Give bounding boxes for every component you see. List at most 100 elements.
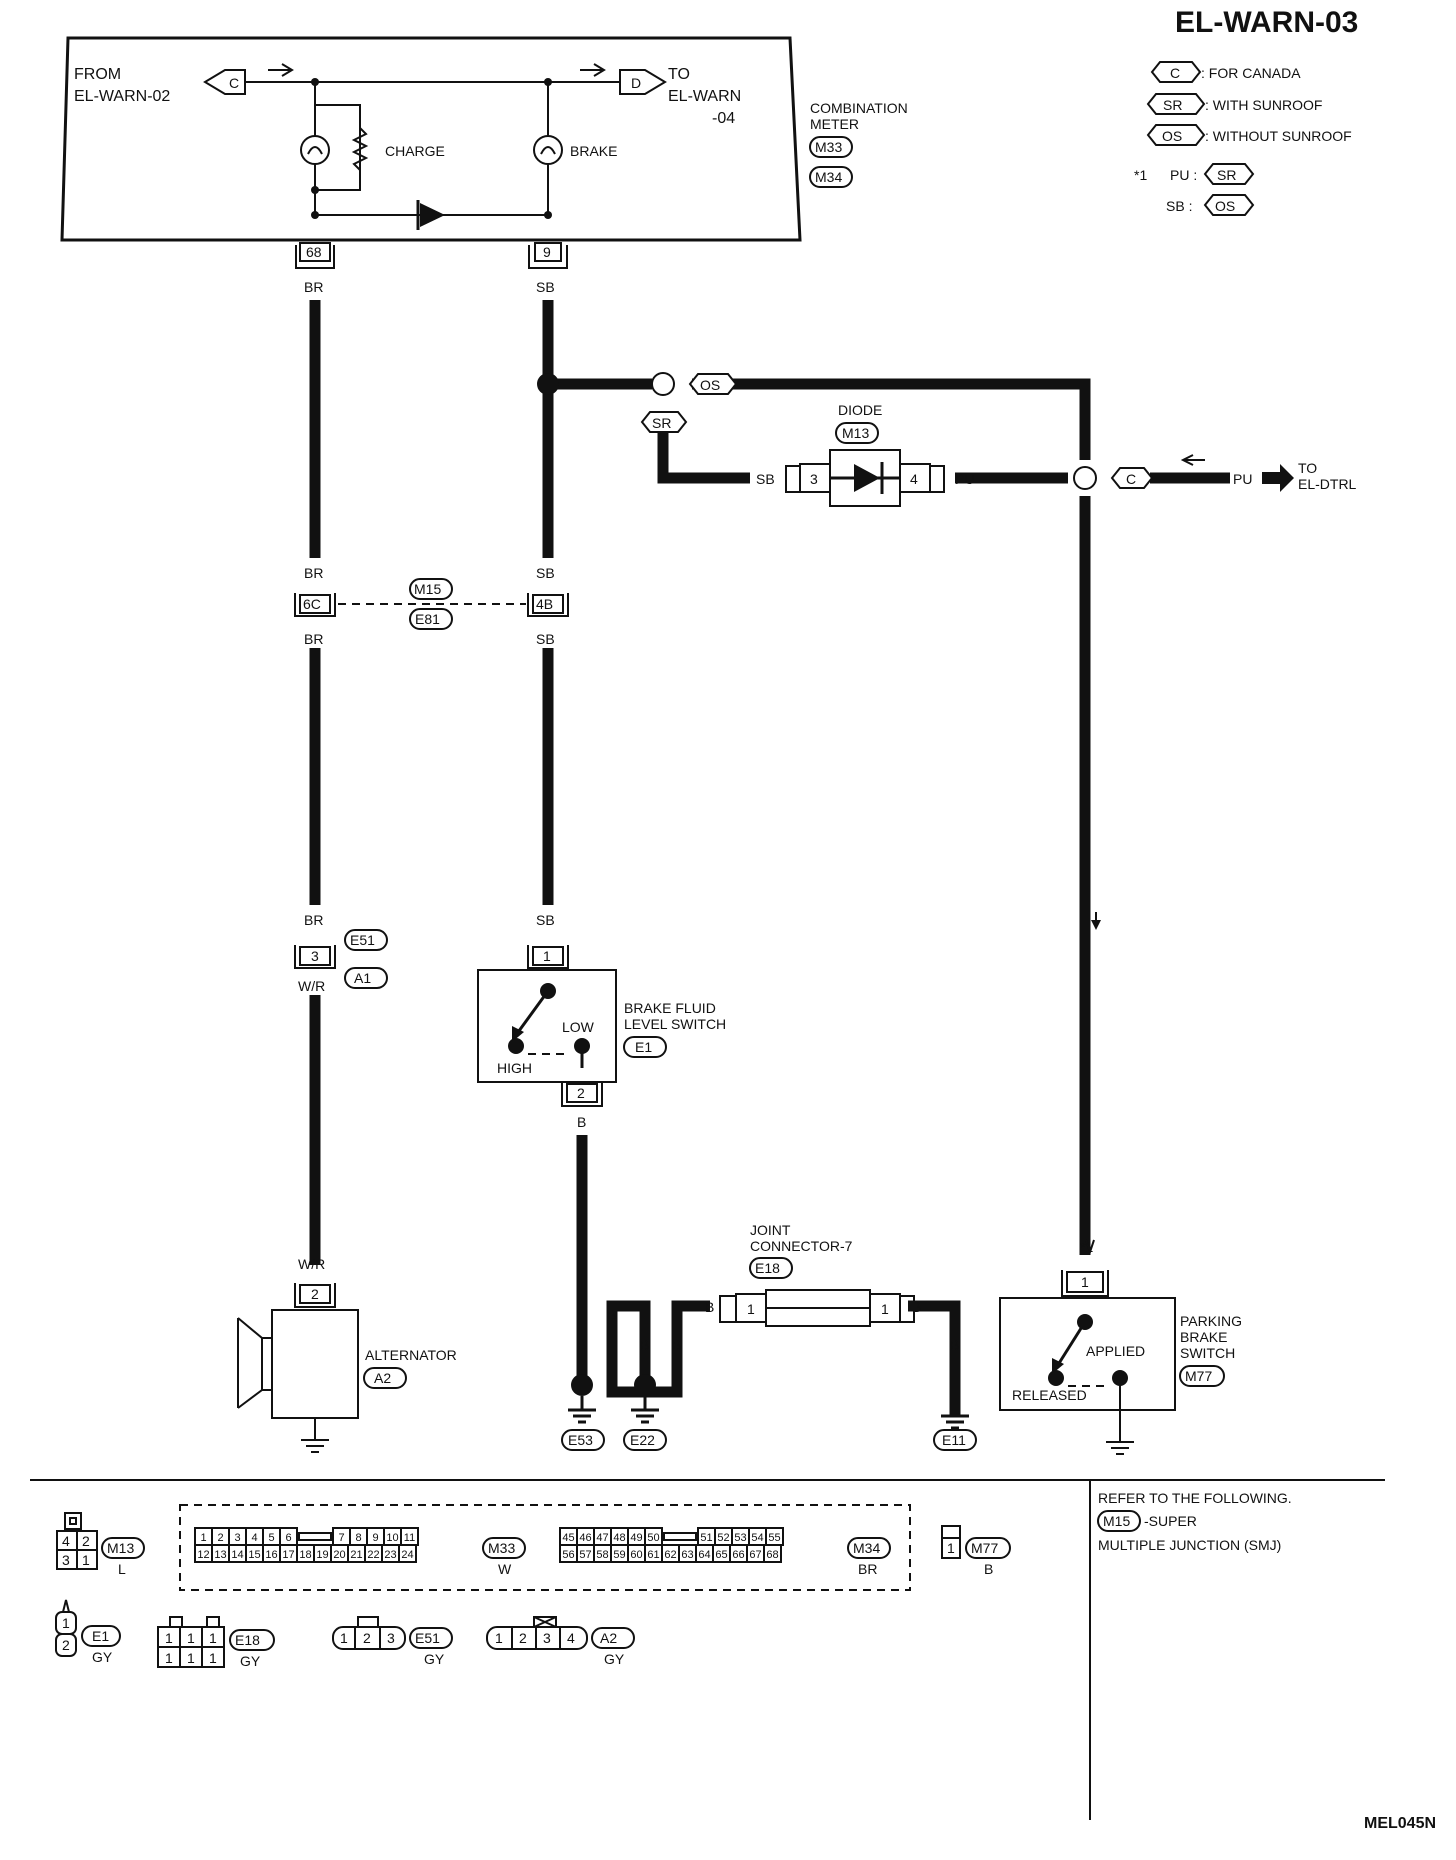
splice-point	[537, 373, 559, 395]
charge-lamp-label: CHARGE	[385, 143, 445, 159]
pin-number: 61	[647, 1549, 659, 1561]
component-label-sub2: SWITCH	[1180, 1345, 1235, 1361]
pin-number: 2	[519, 1630, 527, 1646]
pin-number: 56	[562, 1549, 574, 1561]
pin-number: 1	[209, 1630, 217, 1646]
wire-color-label: W/R	[298, 978, 325, 994]
pin-number: 1	[187, 1650, 195, 1666]
from-symbol-text: C	[229, 75, 239, 91]
wire-color-label: SB	[536, 912, 555, 928]
pin-number: 13	[214, 1549, 226, 1561]
connector-code: M33	[488, 1540, 515, 1556]
wire-color-label: B	[705, 1299, 714, 1315]
pin-number: 59	[613, 1549, 625, 1561]
ground-code: E11	[942, 1432, 966, 1448]
pin-number: 18	[299, 1549, 311, 1561]
pin-number: 1	[209, 1650, 217, 1666]
wire-color-label: BR	[304, 912, 323, 928]
diagram-title: EL-WARN-03	[1175, 6, 1358, 39]
pin-number: 45	[562, 1532, 574, 1544]
brake-lamp-label: BRAKE	[570, 143, 617, 159]
pin-number: 6C	[303, 596, 321, 612]
dtrl-label-sub: EL-DTRL	[1298, 476, 1357, 492]
wire-color-label: B	[577, 1114, 586, 1130]
alternator: W/R 2 L ALTERNATOR A2	[237, 1256, 457, 1453]
wire-color-label: B	[912, 1299, 921, 1315]
pin-number: 48	[613, 1532, 625, 1544]
component-label-sub: BRAKE	[1180, 1329, 1227, 1345]
pin-number: 47	[596, 1532, 608, 1544]
wire-color-label: PU	[955, 471, 974, 487]
wire-color-label: BR	[304, 279, 323, 295]
pin-number: 3	[62, 1552, 70, 1568]
option-os-text: OS	[700, 377, 720, 393]
option-sr-text: SR	[652, 415, 671, 431]
pin-number: 2	[577, 1085, 585, 1101]
arrow-right-icon	[1262, 464, 1294, 492]
connector-code: M13	[107, 1540, 134, 1556]
current-arrow-icon	[1091, 920, 1101, 930]
wire-pu	[955, 472, 1230, 1255]
pin-number: 9	[372, 1532, 378, 1544]
legend: C : FOR CANADA SR : WITH SUNROOF OS : WI…	[1134, 61, 1352, 216]
component-code: E1	[635, 1039, 652, 1055]
connector-e51-a1: BR E51 3 A1 W/R	[294, 912, 388, 994]
meter-pin-68: 68	[295, 242, 335, 269]
option-c-text: C	[1126, 471, 1136, 487]
connector-view-m33-label: M33 W	[482, 1537, 526, 1577]
connector-color: GY	[424, 1651, 445, 1667]
pin-number: 1	[340, 1630, 348, 1646]
pin-number: 22	[367, 1549, 379, 1561]
pin-number: 1	[62, 1615, 70, 1631]
diode-m13: DIODE M13 SB 3 4 PU	[756, 402, 974, 507]
connector-code: E1	[92, 1628, 109, 1644]
pin-number: 2	[62, 1637, 70, 1653]
pin-number: 68	[306, 244, 322, 260]
note-sb: SB :	[1166, 198, 1192, 214]
refer-text: REFER TO THE FOLLOWING.	[1098, 1490, 1292, 1506]
pin-number: 1	[495, 1630, 503, 1646]
pin-number: 1	[165, 1650, 173, 1666]
wire-color-label: B	[672, 1337, 681, 1353]
pin-number: 49	[630, 1532, 642, 1544]
connector-color: GY	[240, 1653, 261, 1669]
connector-color: W	[498, 1561, 512, 1577]
pin-number: 7	[338, 1532, 344, 1544]
pin-number: 1	[947, 1540, 955, 1556]
component-label: ALTERNATOR	[365, 1347, 457, 1363]
legend-text: : FOR CANADA	[1201, 65, 1301, 81]
refer-text: -SUPER	[1144, 1513, 1197, 1529]
pin-number: 50	[647, 1532, 659, 1544]
switch-state-low: LOW	[562, 1019, 595, 1035]
legend-item-canada: C : FOR CANADA	[1150, 61, 1301, 83]
legend-note: *1 PU : SR SB : OS	[1134, 163, 1255, 216]
wire-color-label: BR	[304, 565, 323, 581]
connector-view-e18: 1 1 1 1 1 1 E18 GY	[157, 1616, 275, 1669]
connector-view-m13: 4 2 3 1 M13 L	[56, 1512, 145, 1577]
diode-icon	[854, 464, 880, 492]
pin-number: 12	[197, 1549, 209, 1561]
option-splice-c: C	[1073, 454, 1205, 490]
ground-code: E22	[630, 1432, 655, 1448]
meter-connector-code: M34	[815, 169, 842, 185]
pin-number: 3	[543, 1630, 551, 1646]
connector-code: E18	[235, 1632, 260, 1648]
pin-number: 8	[355, 1532, 361, 1544]
connector-color: B	[984, 1561, 993, 1577]
to-connector-symbol	[619, 69, 667, 95]
connector-color: BR	[858, 1561, 877, 1577]
pin-number: 6	[285, 1532, 291, 1544]
figure-code: MEL045N	[1364, 1815, 1436, 1832]
pin-number: 2	[363, 1630, 371, 1646]
wire-color-label: W/R	[298, 1256, 325, 1272]
option-splice-sr: SR	[640, 411, 688, 433]
to-label-sub: EL-WARN	[668, 88, 741, 105]
brake-fluid-level-switch: SB 1 LOW HIGH 2 B BRAKE FLUID LEVEL SWIT…	[477, 912, 726, 1130]
resistor-icon	[351, 127, 369, 171]
pin-number: 1	[187, 1630, 195, 1646]
connector-code: M77	[971, 1540, 998, 1556]
switch-state-applied: APPLIED	[1086, 1343, 1145, 1359]
pin-number: 51	[700, 1532, 712, 1544]
